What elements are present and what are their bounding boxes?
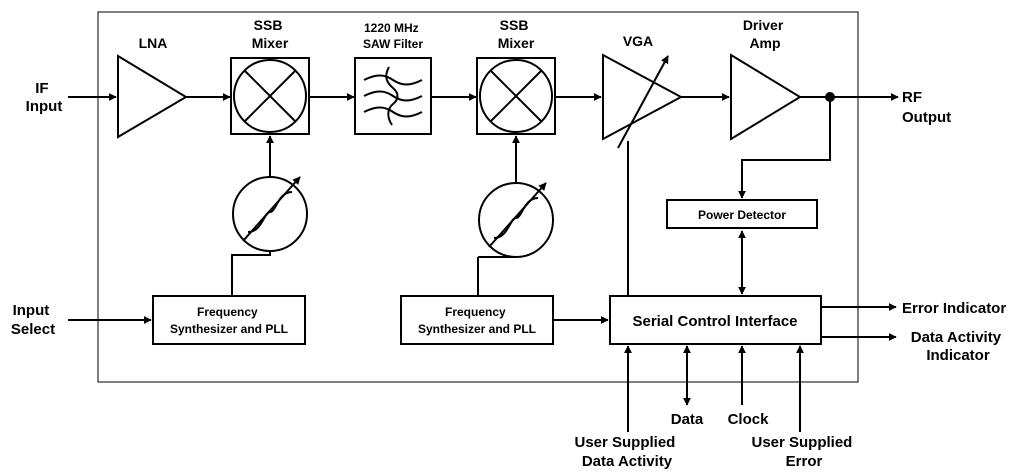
user-data-activity-label: User Supplied Data Activity: [574, 434, 679, 470]
error-indicator-label: Error Indicator: [902, 300, 1006, 317]
power-detector-label: Power Detector: [698, 208, 786, 222]
freq-synth-1-label: Frequency Synthesizer and PLL: [170, 305, 288, 336]
coupler-to-detector-line: [738, 97, 831, 199]
vga-gain-arrow: [617, 55, 669, 149]
serial-control-box: [609, 295, 822, 345]
saw-filter: [354, 57, 432, 135]
synth1-to-osc1-line: [231, 251, 271, 296]
lna-label: LNA: [139, 35, 168, 51]
driver-amp-label: Driver Amp: [743, 17, 787, 51]
input-select-label: Input Select: [11, 302, 55, 338]
ssb-mixer-2-label: SSB Mixer: [498, 17, 535, 51]
oscillator-2: [478, 182, 554, 258]
freq-synth-2-box: [400, 295, 554, 345]
ssb-mixer-1: [230, 57, 310, 135]
vga-label: VGA: [623, 33, 653, 49]
user-error-label: User Supplied Error: [751, 434, 856, 470]
freq-synth-1-box: [152, 295, 306, 345]
if-input-label: IF Input: [26, 80, 63, 115]
saw-filter-label: 1220 MHz SAW Filter: [363, 21, 423, 51]
rf-output-label: RF Output: [902, 89, 951, 126]
clock-label: Clock: [728, 411, 770, 428]
vga-amplifier: [602, 53, 684, 141]
ssb-mixer-1-label: SSB Mixer: [252, 17, 289, 51]
ssb-mixer-2: [476, 57, 556, 135]
module-enclosure: [97, 11, 859, 383]
power-detector-box: [666, 199, 818, 229]
data-label: Data: [671, 411, 704, 428]
serial-control-label: Serial Control Interface: [632, 313, 797, 330]
lna-amplifier: [117, 54, 188, 139]
freq-synth-2-label: Frequency Synthesizer and PLL: [418, 305, 536, 336]
driver-amplifier: [730, 53, 802, 141]
oscillator-1: [232, 176, 308, 252]
data-activity-indicator-label: Data Activity Indicator: [911, 329, 1005, 364]
